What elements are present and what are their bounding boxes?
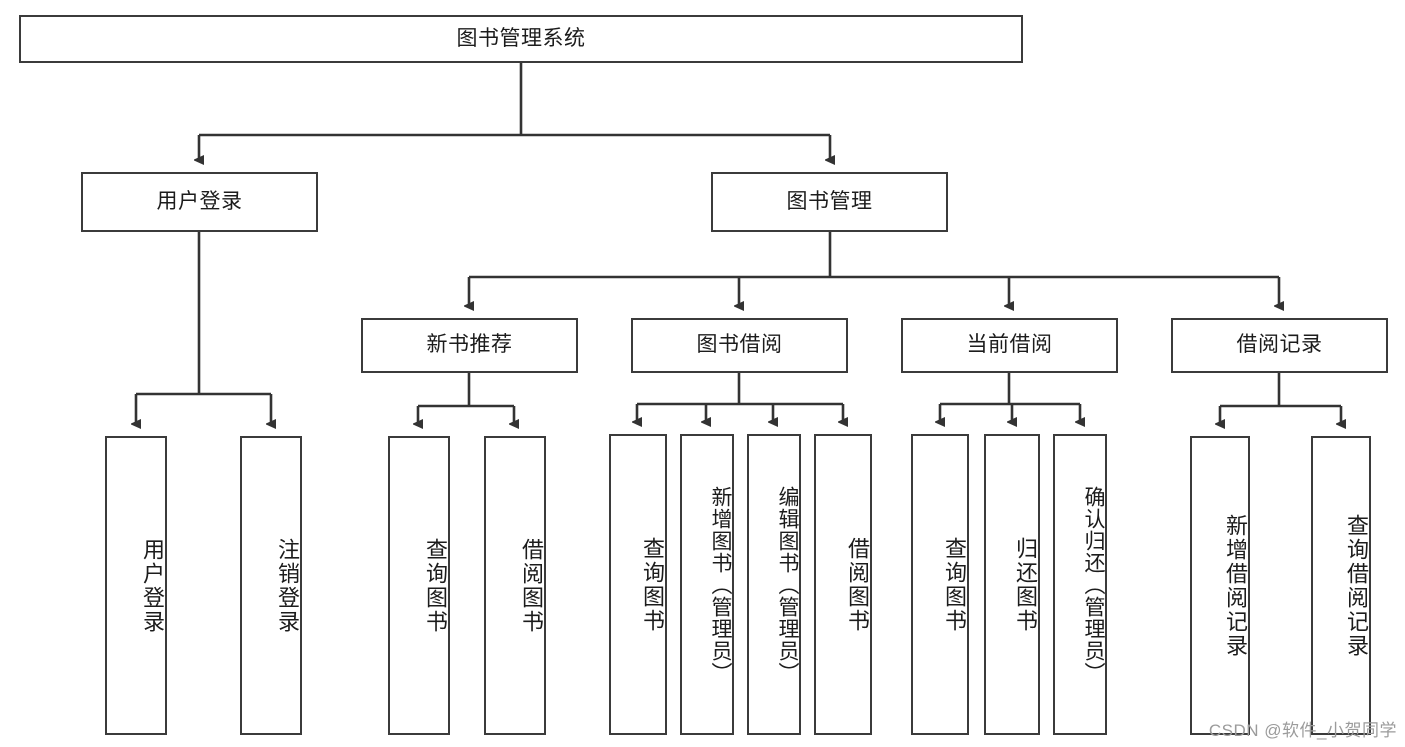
node-book-borrow-label: 图书借阅 [696, 333, 783, 357]
node-root[interactable]: 图书管理系统 [19, 15, 1023, 63]
node-leaf-return-book[interactable]: 归还图书 [984, 434, 1040, 735]
node-new-book-rec-label: 新书推荐 [426, 333, 513, 357]
node-leaf-query-record-label: 查询借阅记录 [1344, 513, 1369, 658]
node-leaf-add-book[interactable]: 新增图书（管理员） [680, 434, 734, 735]
node-leaf-edit-book[interactable]: 编辑图书（管理员） [747, 434, 801, 735]
node-book-borrow[interactable]: 图书借阅 [631, 318, 848, 373]
node-user-login[interactable]: 用户登录 [81, 172, 318, 232]
node-current-borrow[interactable]: 当前借阅 [901, 318, 1118, 373]
node-leaf-user-login-label: 用户登录 [140, 537, 165, 634]
node-leaf-edit-book-label: 编辑图书（管理员） [776, 485, 799, 684]
node-leaf-add-record-label: 新增借阅记录 [1223, 513, 1248, 658]
node-leaf-query-book-rec-label: 查询图书 [423, 537, 448, 634]
node-leaf-query-book-bb-label: 查询图书 [640, 536, 665, 633]
node-leaf-query-book-bb[interactable]: 查询图书 [609, 434, 667, 735]
node-leaf-logout[interactable]: 注销登录 [240, 436, 302, 735]
node-leaf-query-book-rec[interactable]: 查询图书 [388, 436, 450, 735]
node-root-label: 图书管理系统 [456, 26, 586, 50]
watermark-text: CSDN @软件_小贺同学 [1208, 721, 1397, 740]
node-book-manage[interactable]: 图书管理 [711, 172, 948, 232]
node-new-book-rec[interactable]: 新书推荐 [361, 318, 578, 373]
node-leaf-borrow-book-rec-label: 借阅图书 [519, 537, 544, 634]
node-leaf-logout-label: 注销登录 [275, 537, 300, 634]
node-leaf-return-book-label: 归还图书 [1013, 536, 1038, 633]
node-borrow-record-label: 借阅记录 [1236, 333, 1323, 357]
node-leaf-user-login[interactable]: 用户登录 [105, 436, 167, 735]
node-leaf-confirm-return-label: 确认归还（管理员） [1082, 485, 1105, 684]
node-leaf-add-book-label: 新增图书（管理员） [709, 485, 732, 684]
node-leaf-query-record[interactable]: 查询借阅记录 [1311, 436, 1371, 735]
node-current-borrow-label: 当前借阅 [966, 333, 1053, 357]
node-leaf-borrow-book-bb[interactable]: 借阅图书 [814, 434, 872, 735]
node-user-login-label: 用户登录 [156, 189, 243, 213]
node-leaf-add-record[interactable]: 新增借阅记录 [1190, 436, 1250, 735]
node-leaf-confirm-return[interactable]: 确认归还（管理员） [1053, 434, 1107, 735]
node-leaf-query-book-cb-label: 查询图书 [942, 536, 967, 633]
node-leaf-borrow-book-bb-label: 借阅图书 [845, 536, 870, 633]
node-leaf-query-book-cb[interactable]: 查询图书 [911, 434, 969, 735]
node-leaf-borrow-book-rec[interactable]: 借阅图书 [484, 436, 546, 735]
node-book-manage-label: 图书管理 [786, 189, 873, 213]
node-borrow-record[interactable]: 借阅记录 [1171, 318, 1388, 373]
